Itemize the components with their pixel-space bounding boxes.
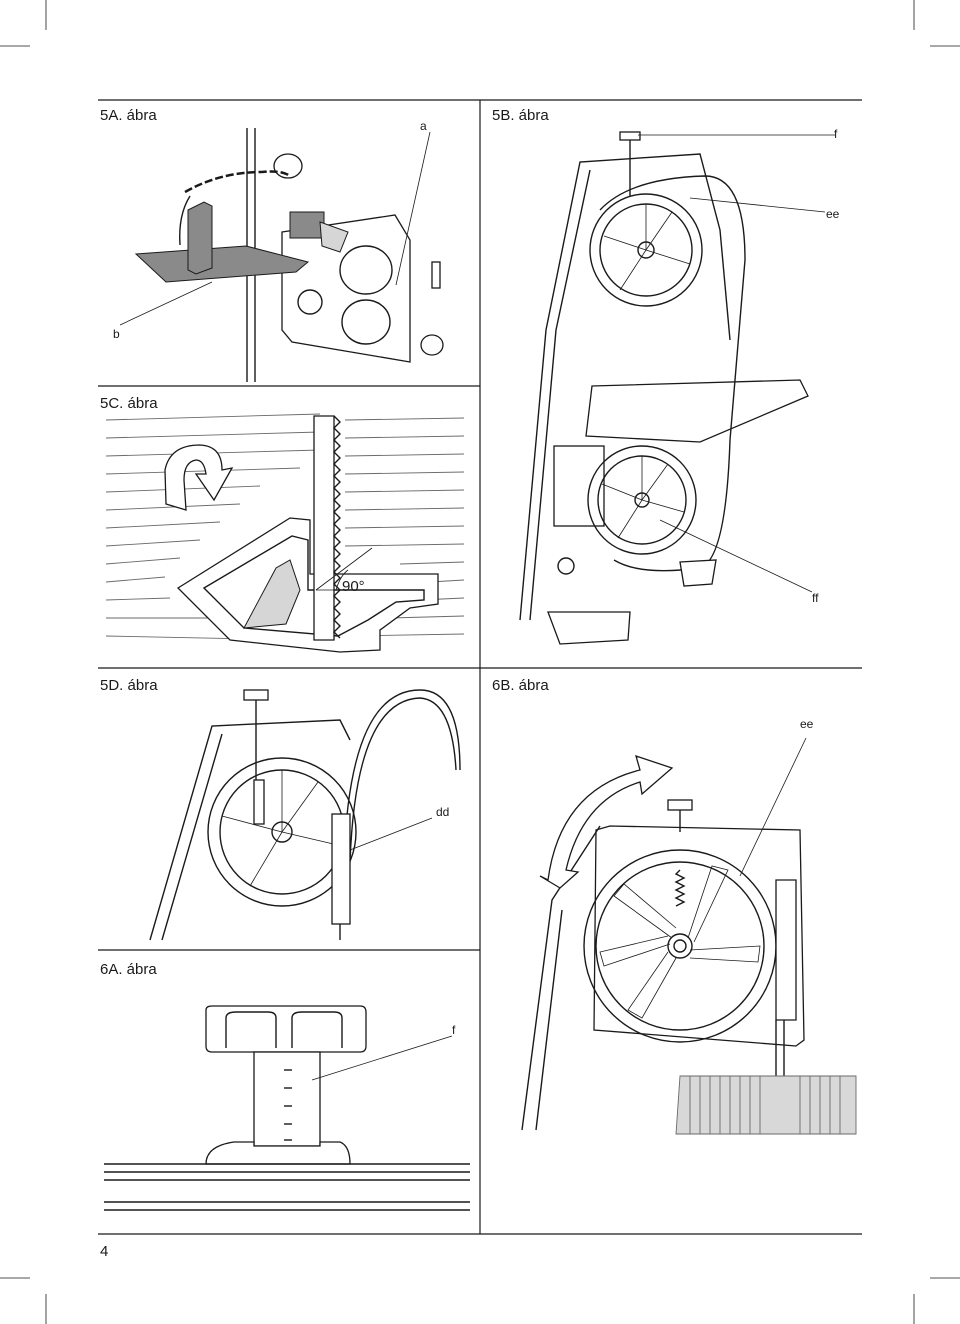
figure-5d-illustration	[149, 689, 461, 941]
figure-6b-title: 6B. ábra	[492, 677, 549, 694]
callout-dd: dd	[436, 805, 450, 819]
figure-5b-title: 5B. ábra	[492, 107, 549, 124]
page-number: 4	[100, 1243, 109, 1260]
figure-5c-title: 5C. ábra	[100, 395, 158, 412]
panel-grid	[98, 99, 862, 1235]
figure-5a-title: 5A. ábra	[100, 107, 157, 124]
callout-b: b	[113, 327, 120, 341]
callout-f: f	[834, 127, 838, 141]
callout-f-6a: f	[452, 1023, 456, 1037]
callout-ee-6b: ee	[800, 717, 814, 731]
figure-6a-illustration	[104, 1005, 470, 1211]
callout-a: a	[420, 119, 427, 133]
figure-6a-title: 6A. ábra	[100, 961, 157, 978]
figure-5b-illustration	[519, 131, 835, 645]
callout-ff: ff	[812, 591, 819, 605]
callout-ee: ee	[826, 207, 840, 221]
figure-6b-illustration	[521, 737, 857, 1135]
figure-5d-title: 5D. ábra	[100, 677, 158, 694]
figure-5a-illustration	[119, 128, 444, 382]
angle-label: 90°	[342, 578, 365, 595]
figure-5c-illustration	[105, 413, 465, 653]
